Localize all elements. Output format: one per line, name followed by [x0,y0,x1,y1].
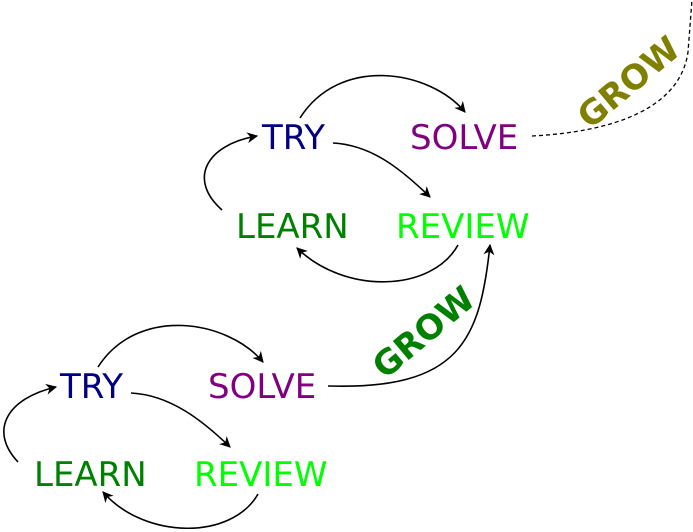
lower-try-to-review-arrow [130,392,231,448]
lower-try-label: TRY [59,367,123,407]
upper-review-label: REVIEW [396,207,530,247]
upper-review-to-learn-arrow [296,244,459,283]
upper-try-to-solve-arrow [299,74,466,119]
upper-try-to-review-arrow [332,142,431,198]
upper-grow-label: GROW [570,29,688,137]
upper-cycle: TRY SOLVE LEARN REVIEW [203,74,530,283]
upper-to-beyond-grow-path [531,0,693,137]
lower-cycle: TRY SOLVE LEARN REVIEW [3,324,328,529]
lower-try-to-solve-arrow [97,324,264,368]
lower-review-to-learn-arrow [102,491,259,529]
lower-review-label: REVIEW [194,455,328,495]
lower-solve-label: SOLVE [208,367,316,407]
lower-learn-to-try-arrow [3,383,58,463]
upper-learn-label: LEARN [236,207,349,247]
lower-to-upper-grow-arrow [327,243,495,387]
upper-try-label: TRY [261,118,325,158]
upper-solve-label: SOLVE [410,118,518,158]
lower-learn-label: LEARN [34,455,147,495]
upper-learn-to-try-arrow [203,132,259,211]
lower-grow-label: GROW [365,279,483,387]
